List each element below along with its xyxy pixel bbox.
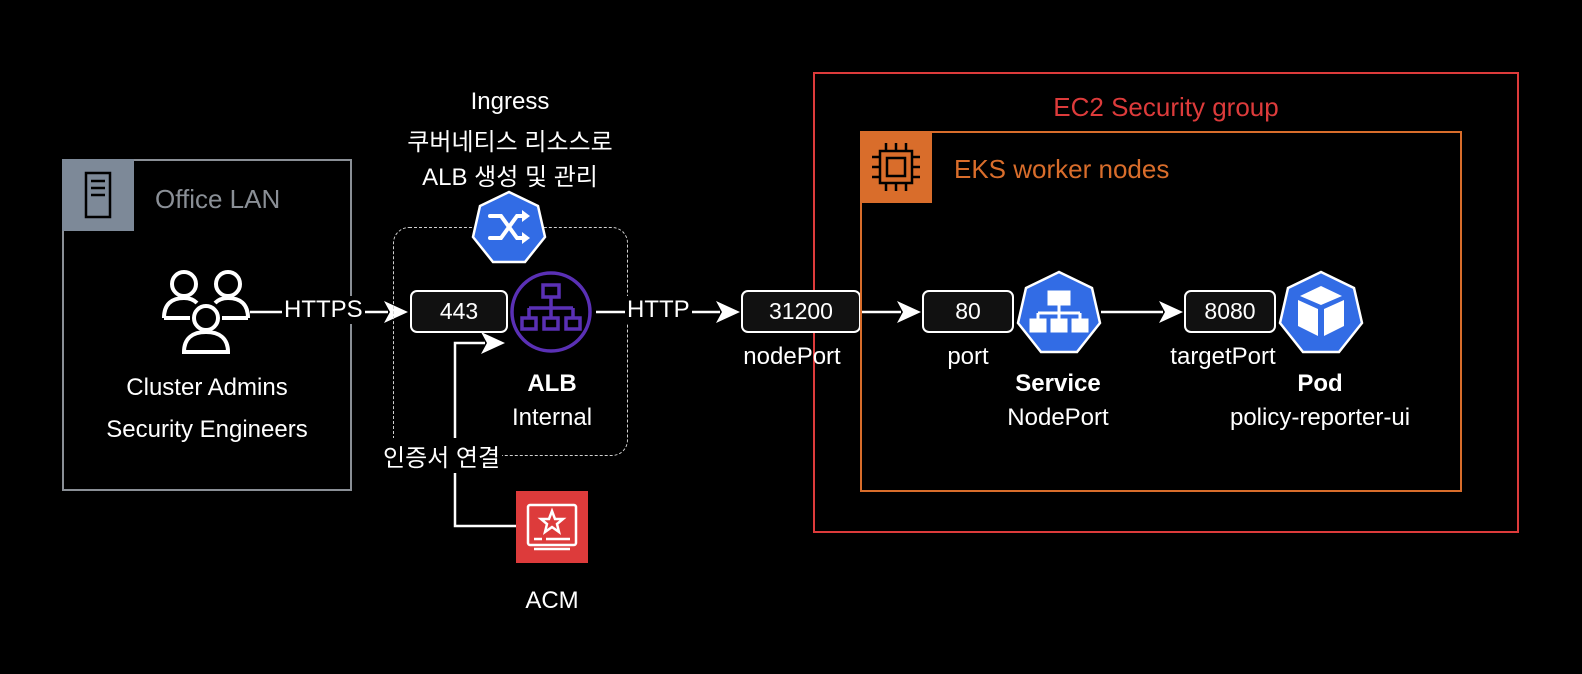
alb-type: Internal bbox=[511, 404, 593, 431]
arrow-head-to-service-port bbox=[897, 301, 921, 323]
arrow-head-to-target-port bbox=[1159, 301, 1183, 323]
office-lan-title: Office LAN bbox=[155, 184, 281, 214]
acm-certificate-icon bbox=[516, 491, 588, 568]
service-port-label: port bbox=[947, 343, 989, 370]
users-icon bbox=[160, 266, 252, 363]
eks-worker-nodes-group bbox=[860, 131, 1462, 492]
edge-label-https: HTTPS bbox=[282, 296, 365, 324]
pod-target-port-8080: 8080 bbox=[1184, 290, 1276, 333]
server-icon bbox=[62, 159, 134, 231]
k8s-pod-icon bbox=[1278, 270, 1364, 359]
k8s-ingress-icon bbox=[470, 190, 548, 269]
users-label-line1: Cluster Admins bbox=[126, 374, 288, 401]
ingress-desc-line2: ALB 생성 및 관리 bbox=[422, 164, 598, 191]
k8s-service-icon bbox=[1016, 270, 1102, 359]
service-name: Service bbox=[1015, 370, 1101, 397]
eks-worker-nodes-title: EKS worker nodes bbox=[954, 154, 1170, 184]
service-port-80: 80 bbox=[922, 290, 1014, 333]
users-label-line2: Security Engineers bbox=[106, 416, 308, 443]
alb-port-443: 443 bbox=[410, 290, 508, 333]
acm-edge-label: 인증서 연결 bbox=[381, 438, 503, 473]
nodeport-31200: 31200 bbox=[741, 290, 861, 333]
security-group-title: EC2 Security group bbox=[1053, 92, 1279, 122]
arrow-head-to-nodeport bbox=[716, 301, 740, 323]
pod-target-port-label: targetPort bbox=[1170, 343, 1276, 370]
alb-icon bbox=[509, 270, 593, 359]
pod-app-name: policy-reporter-ui bbox=[1229, 404, 1411, 431]
edge-label-http: HTTP bbox=[625, 296, 692, 324]
arrow-head-to-alb bbox=[384, 301, 408, 323]
ingress-title: Ingress bbox=[470, 88, 550, 115]
nodeport-label: nodePort bbox=[743, 343, 841, 370]
pod-name: Pod bbox=[1297, 370, 1343, 397]
arrow-head-acm-to-alb bbox=[481, 332, 505, 354]
chip-icon bbox=[860, 131, 932, 203]
service-type: NodePort bbox=[1007, 404, 1109, 431]
ingress-desc-line1: 쿠버네티스 리소스로 bbox=[407, 129, 613, 156]
acm-name: ACM bbox=[525, 587, 579, 614]
alb-name: ALB bbox=[527, 370, 577, 397]
edge-acm-to-alb bbox=[453, 341, 517, 528]
office-lan-group bbox=[62, 159, 352, 491]
